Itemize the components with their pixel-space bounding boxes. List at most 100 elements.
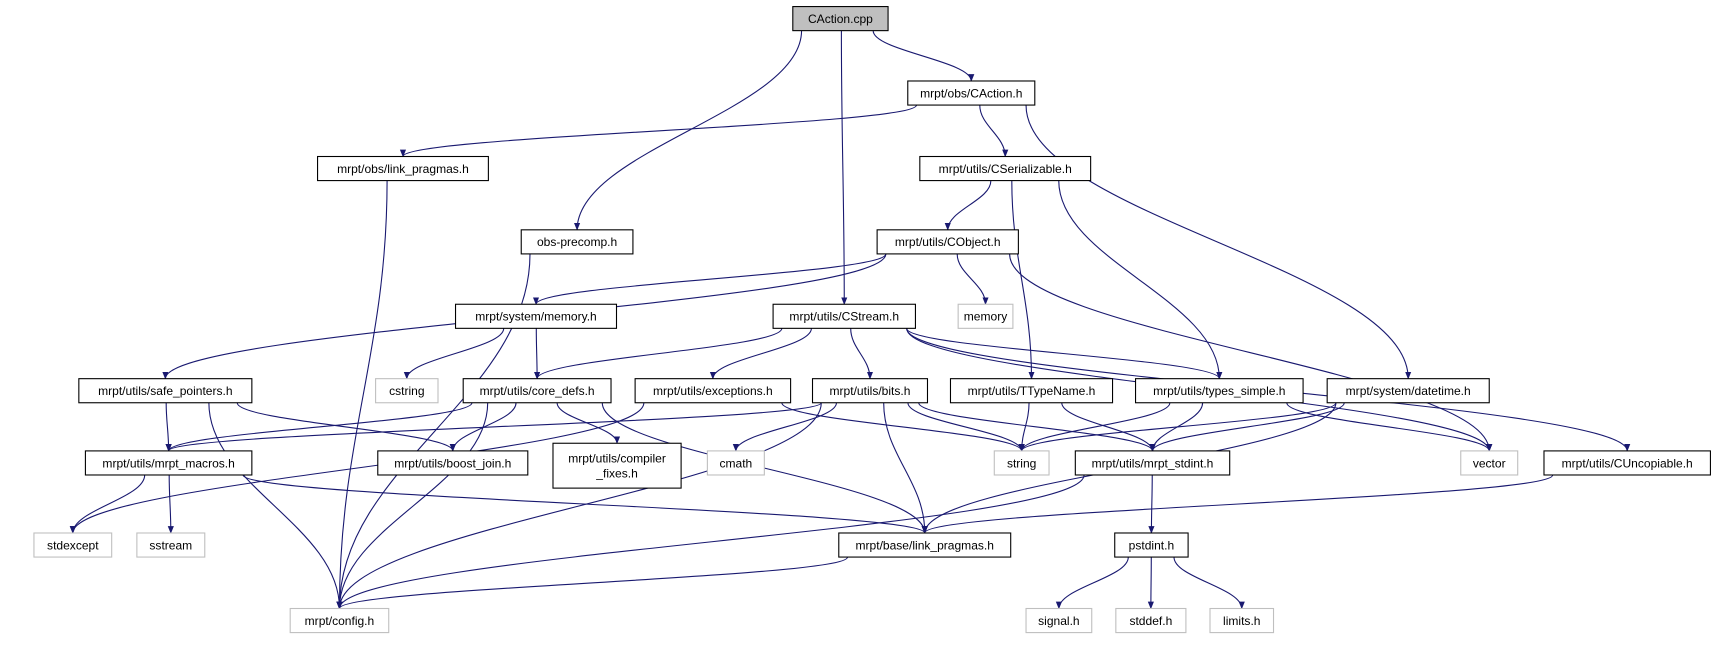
edge-safe_pointers-to-boost_join	[236, 402, 456, 452]
edge-bits-to-mrpt_macros	[165, 402, 822, 452]
edge-caction_cpp-to-obs_precomp	[574, 30, 803, 231]
edge-arrow	[921, 474, 1554, 534]
node-safe-pointers[interactable]: mrpt/utils/safe_pointers.h	[78, 378, 253, 404]
node-vector: vector	[1460, 450, 1519, 476]
edge-arrow	[907, 402, 1025, 452]
node-caction-cpp[interactable]: CAction.cpp	[792, 6, 889, 32]
node-boost-join[interactable]: mrpt/utils/boost_join.h	[377, 450, 529, 476]
node-cstring: cstring	[375, 378, 439, 404]
node-label: mrpt/obs/CAction.h	[920, 86, 1022, 100]
node-signal: signal.h	[1025, 607, 1093, 634]
node-cuncopiable[interactable]: mrpt/utils/CUncopiable.h	[1543, 450, 1711, 476]
edge-arrow	[336, 402, 489, 610]
node-box	[876, 229, 1019, 255]
edge-mrpt_macros-to-sstream	[167, 474, 174, 534]
edge-caction_cpp-to-obs_caction_h	[872, 30, 975, 82]
node-label: memory	[964, 310, 1007, 324]
edge-arrow	[1009, 253, 1493, 452]
edge-obs_caction_h-to-obs_link_pragmas	[400, 104, 918, 158]
edge-safe_pointers-to-config	[208, 402, 343, 610]
node-datetime[interactable]: mrpt/system/datetime.h	[1326, 378, 1490, 404]
edge-arrow	[403, 328, 505, 380]
node-obs-precomp[interactable]: obs-precomp.h	[520, 229, 634, 255]
node-label: mrpt/utils/bits.h	[830, 384, 911, 398]
edge-arrow	[1061, 402, 1156, 452]
edge-mrpt_macros-to-stdexcept	[69, 474, 146, 534]
node-label: mrpt/utils/safe_pointers.h	[98, 384, 232, 398]
node-label: mrpt/utils/CObject.h	[895, 235, 1001, 249]
edge-bits-to-string	[907, 402, 1025, 452]
edge-arrow	[840, 30, 848, 306]
edge-arrow	[1018, 402, 1171, 452]
edge-system_memory-to-cstring	[403, 328, 505, 380]
node-exceptions[interactable]: mrpt/utils/exceptions.h	[634, 378, 792, 404]
node-box	[1134, 378, 1304, 404]
node-cobject[interactable]: mrpt/utils/CObject.h	[876, 229, 1019, 255]
node-box	[919, 155, 1092, 182]
edge-pstdint-to-signal	[1055, 556, 1129, 610]
edge-cobject-to-vector	[1009, 253, 1493, 452]
edge-arrow	[167, 474, 174, 534]
edge-arrow	[165, 402, 473, 452]
node-box	[772, 303, 916, 329]
node-obs-link-pragmas[interactable]: mrpt/obs/link_pragmas.h	[317, 155, 489, 182]
node-box	[1460, 450, 1519, 476]
node-compiler-fixes[interactable]: mrpt/utils/compiler_fixes.h	[552, 442, 682, 489]
node-pstdint[interactable]: pstdint.h	[1114, 532, 1189, 558]
node-box	[907, 80, 1036, 106]
edge-bits-to-cmath	[732, 402, 838, 452]
node-label: mrpt/utils/CSerializable.h	[939, 162, 1072, 176]
node-mrpt-macros[interactable]: mrpt/utils/mrpt_macros.h	[84, 450, 253, 476]
edge-arrow	[400, 104, 918, 158]
node-box	[84, 450, 253, 476]
edge-cstream-to-core_defs	[534, 328, 783, 380]
edge-arrow	[534, 328, 541, 380]
node-memory: memory	[957, 303, 1014, 329]
node-label: sstream	[149, 538, 192, 552]
node-box	[957, 303, 1014, 329]
node-label: _fixes.h	[595, 467, 637, 481]
node-box	[1074, 450, 1231, 476]
edge-pstdint-to-limits	[1173, 556, 1245, 610]
node-cstream[interactable]: mrpt/utils/CStream.h	[772, 303, 916, 329]
node-box	[706, 450, 765, 476]
edge-cobject-to-memory	[956, 253, 989, 306]
node-stdexcept: stdexcept	[33, 532, 113, 558]
edge-arrow	[574, 30, 803, 231]
edge-arrow	[1018, 402, 1337, 452]
edge-arrow	[69, 402, 645, 534]
node-ttypename[interactable]: mrpt/utils/TTypeName.h	[949, 378, 1114, 404]
node-types-simple[interactable]: mrpt/utils/types_simple.h	[1134, 378, 1304, 404]
node-label: vector	[1473, 456, 1506, 470]
edge-cserializable-to-types_simple	[1058, 180, 1223, 380]
node-bits[interactable]: mrpt/utils/bits.h	[811, 378, 929, 404]
node-label: mrpt/utils/CStream.h	[789, 310, 899, 324]
node-label: mrpt/utils/core_defs.h	[480, 384, 595, 398]
edge-arrow	[165, 402, 822, 452]
node-box	[949, 378, 1114, 404]
node-label: mrpt/utils/mrpt_macros.h	[102, 456, 234, 470]
node-box	[33, 532, 113, 558]
node-obs-caction-h[interactable]: mrpt/obs/CAction.h	[907, 80, 1036, 106]
edge-ttypename-to-mrpt_stdint	[1061, 402, 1156, 452]
node-base-link-pragmas[interactable]: mrpt/base/link_pragmas.h	[838, 532, 1012, 558]
node-label: cstring	[389, 384, 424, 398]
node-box	[993, 450, 1050, 476]
node-system-memory[interactable]: mrpt/system/memory.h	[454, 303, 618, 329]
edge-arrow	[872, 30, 975, 82]
node-box	[792, 6, 889, 32]
node-box	[1209, 607, 1275, 634]
node-cserializable[interactable]: mrpt/utils/CSerializable.h	[919, 155, 1092, 182]
node-label: mrpt/utils/exceptions.h	[653, 384, 773, 398]
edge-mrpt_macros-to-base_link_pragmas	[242, 474, 928, 534]
edges-layer	[69, 30, 1631, 610]
edge-arrow	[1148, 474, 1155, 534]
node-box	[1326, 378, 1490, 404]
node-mrpt-stdint[interactable]: mrpt/utils/mrpt_stdint.h	[1074, 450, 1231, 476]
edge-arrow	[69, 474, 146, 534]
node-core-defs[interactable]: mrpt/utils/core_defs.h	[462, 378, 612, 404]
node-label: mrpt/system/datetime.h	[1346, 384, 1471, 398]
edge-bits-to-base_link_pragmas	[883, 402, 928, 534]
edge-obs_caction_h-to-datetime	[1025, 105, 1412, 380]
